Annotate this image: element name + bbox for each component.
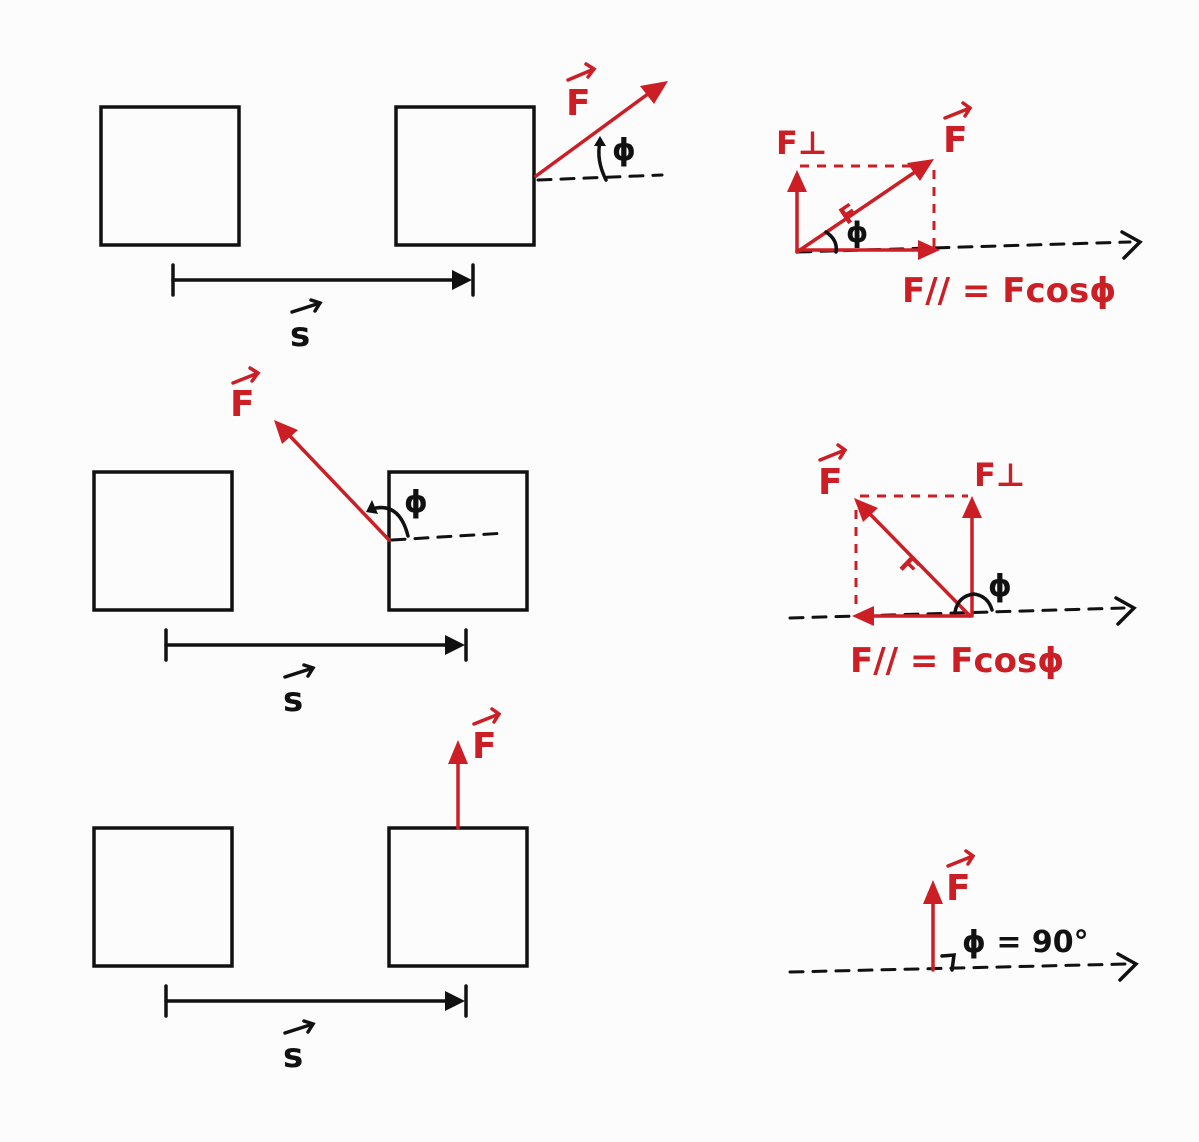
displacement-vector-hat: [283, 663, 316, 679]
right-angle-marker: [940, 953, 957, 972]
block-end: [387, 826, 529, 968]
angle-arc: [597, 140, 608, 182]
reference-dash: [536, 173, 664, 182]
force-vector: [286, 432, 391, 542]
force-vector: [534, 89, 654, 178]
angle-label: ϕ: [988, 569, 1012, 604]
f-parallel-equation: F// = Fcosϕ: [850, 641, 1064, 681]
displacement-vector-hat: [290, 298, 323, 314]
block-end: [394, 105, 536, 247]
displacement-label: s: [290, 315, 310, 355]
force-label: F: [818, 462, 843, 503]
f-perp-label: F⊥: [776, 124, 827, 162]
force-vector-hat: [943, 101, 973, 120]
force-vector-hat: [946, 849, 976, 868]
f-parallel-equation: F// = Fcosϕ: [902, 271, 1116, 311]
row-2-components: F ϕ F F⊥ F// = Fcosϕ: [788, 443, 1137, 681]
angle-arc: [374, 505, 410, 538]
row-1-components: F ϕ F⊥ F F// = Fcosϕ: [776, 101, 1143, 311]
force-vector-hat: [472, 707, 502, 726]
angle-label: ϕ = 90°: [962, 925, 1089, 960]
f-perp-label: F⊥: [974, 456, 1025, 494]
angle-arc: [953, 592, 994, 614]
force-label: F: [946, 868, 971, 909]
force-label: F: [943, 120, 968, 161]
force-vector: [866, 510, 972, 618]
row-3-right-angle: s F: [92, 707, 529, 1076]
row-3-components: ϕ = 90° F: [788, 849, 1139, 982]
displacement-vector-hat: [283, 1019, 316, 1035]
force-label: F: [566, 83, 591, 124]
force-label: F: [472, 726, 497, 767]
displacement-label: s: [283, 1036, 303, 1076]
force-vector-hat: [566, 62, 597, 82]
angle-arc: [824, 230, 839, 254]
displacement-label: s: [283, 680, 303, 720]
displacement-arrow: [164, 628, 468, 662]
block-start: [99, 105, 241, 247]
block-start: [92, 826, 234, 968]
displacement-arrow: [171, 263, 475, 297]
force-vector-hat: [231, 366, 261, 385]
displacement-arrow: [164, 984, 468, 1018]
row-1-acute-angle: s F ϕ: [99, 62, 668, 355]
row-2-obtuse-angle: s F ϕ: [92, 366, 529, 720]
force-label: F: [230, 384, 255, 425]
force-vector-hat: [818, 443, 848, 462]
force-vector: [795, 168, 920, 254]
angle-label: ϕ: [404, 485, 428, 520]
force-magnitude-label: F: [894, 550, 925, 582]
reference-dash: [390, 531, 508, 542]
block-start: [92, 470, 234, 612]
angle-label: ϕ: [846, 216, 868, 249]
axis-dash: [788, 962, 1128, 974]
angle-label: ϕ: [612, 133, 636, 168]
axis-dash: [788, 606, 1126, 620]
